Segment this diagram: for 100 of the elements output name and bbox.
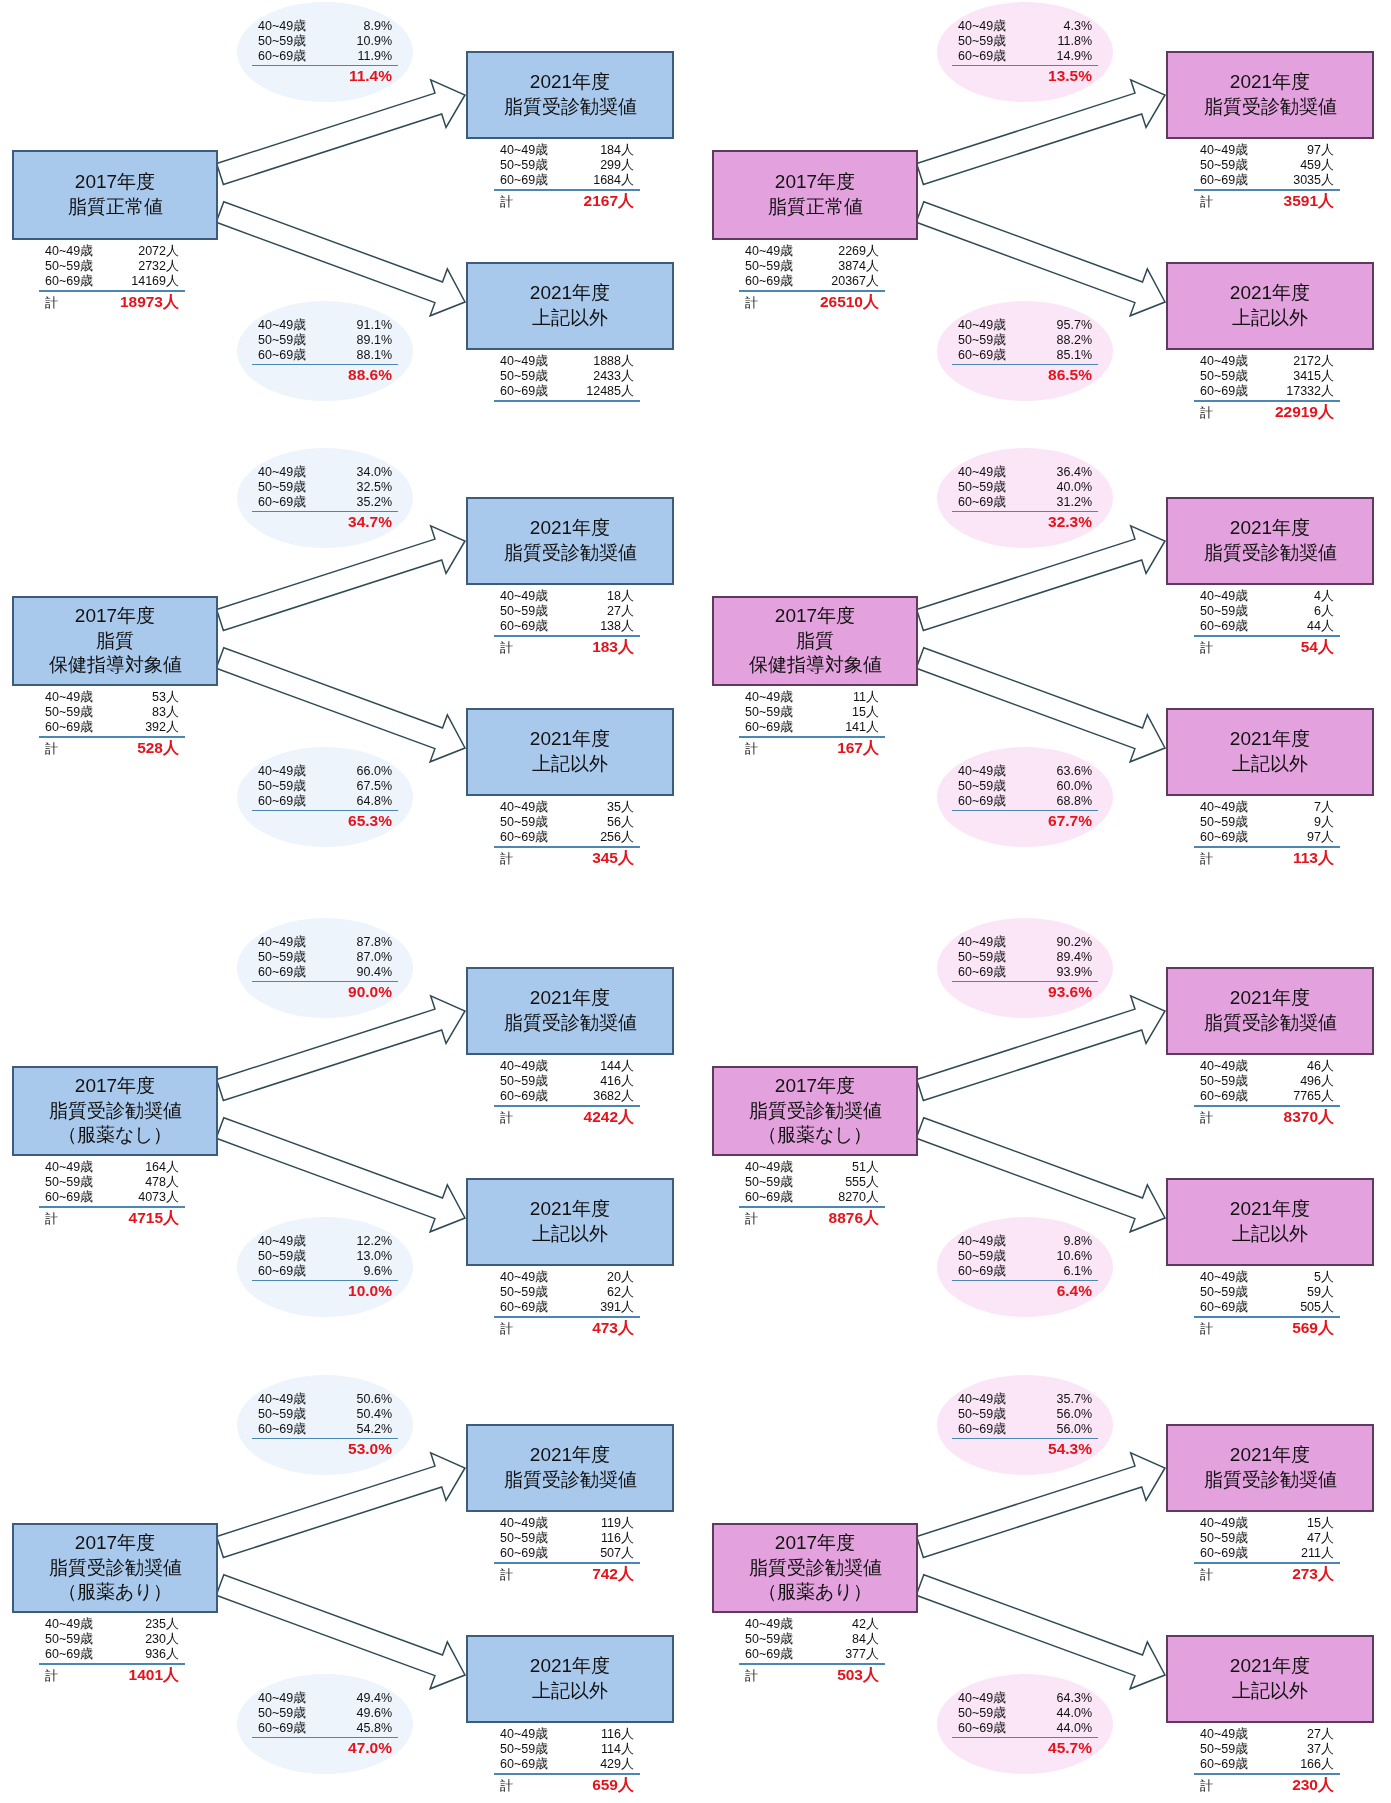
count-value: 116人 (601, 1727, 634, 1742)
age-group-label: 60~69歳 (958, 793, 1007, 809)
count-value: 97人 (1307, 830, 1334, 845)
age-group-label: 60~69歳 (258, 793, 307, 809)
box-text: 脂質受診勧奨値 (503, 541, 637, 565)
total-percentage: 34.7% (348, 512, 392, 532)
box-heading: 2017年度 (74, 170, 156, 195)
box-text: 脂質受診勧奨値 (1203, 1011, 1337, 1035)
box-text: 脂質受診勧奨値 (48, 1555, 182, 1580)
age-group-label: 40~49歳 (258, 1233, 307, 1249)
age-group-label: 50~59歳 (258, 1705, 307, 1721)
age-group-label: 50~59歳 (1200, 815, 1249, 830)
box-heading: 2021年度 (529, 516, 611, 541)
age-group-label: 60~69歳 (500, 619, 549, 634)
age-group-label: 40~49歳 (500, 589, 549, 604)
age-group-label: 50~59歳 (258, 33, 307, 49)
total-percentage: 54.3% (1048, 1439, 1092, 1459)
total-percentage: 67.7% (1048, 811, 1092, 831)
total-label: 計 (45, 295, 58, 311)
count-value: 505人 (1300, 1300, 1334, 1315)
age-group-label: 40~49歳 (1200, 354, 1249, 369)
age-group-label: 40~49歳 (258, 317, 307, 333)
age-group-label: 60~69歳 (45, 274, 94, 289)
age-group-label: 40~49歳 (1200, 1270, 1249, 1285)
box-text: 脂質 (96, 628, 134, 653)
box-text: 上記以外 (532, 752, 608, 776)
count-value: 166人 (1300, 1757, 1334, 1772)
total-count: 569人 (1292, 1317, 1334, 1337)
percentage-value: 32.5% (356, 479, 392, 495)
block-arrow (915, 994, 1167, 1102)
count-value: 47人 (1307, 1531, 1334, 1546)
box-text: （服薬あり） (758, 1580, 872, 1605)
age-group-label: 40~49歳 (500, 1727, 549, 1742)
age-group-label: 60~69歳 (500, 384, 549, 399)
age-group-label: 60~69歳 (258, 964, 307, 980)
age-group-label: 50~59歳 (745, 259, 794, 274)
count-value: 555人 (845, 1175, 879, 1190)
block-arrow (915, 1116, 1167, 1234)
count-value: 53人 (152, 690, 179, 705)
age-group-label: 40~49歳 (958, 1690, 1007, 1706)
age-group-label: 60~69歳 (1200, 1546, 1249, 1561)
age-group-label: 60~69歳 (745, 1647, 794, 1662)
total-percentage: 86.5% (1048, 365, 1092, 385)
total-percentage: 10.0% (348, 1281, 392, 1301)
age-group-label: 50~59歳 (258, 778, 307, 794)
age-group-label: 60~69歳 (258, 1421, 307, 1437)
box-text: 保健指導対象値 (748, 653, 882, 678)
age-group-label: 60~69歳 (258, 1263, 307, 1279)
age-group-label: 60~69歳 (500, 1300, 549, 1315)
percentage-value: 50.6% (356, 1391, 392, 1407)
category-box (466, 967, 674, 1055)
count-value: 377人 (845, 1647, 879, 1662)
box-heading: 2021年度 (529, 986, 611, 1011)
age-group-label: 40~49歳 (258, 934, 307, 950)
age-group-label: 60~69歳 (1200, 1757, 1249, 1772)
age-group-label: 40~49歳 (745, 244, 794, 259)
block-arrow (915, 1451, 1167, 1559)
total-count: 22919人 (1274, 401, 1334, 421)
box-heading: 2021年度 (529, 727, 611, 752)
box-heading: 2021年度 (1229, 516, 1311, 541)
block-arrow (915, 78, 1167, 186)
category-box (466, 1424, 674, 1512)
age-group-label: 50~59歳 (1200, 1531, 1249, 1546)
age-group-label: 40~49歳 (258, 763, 307, 779)
count-value: 299人 (600, 158, 634, 173)
age-group-label: 50~59歳 (958, 33, 1007, 49)
count-value: 7人 (1314, 800, 1334, 815)
block-arrow (915, 524, 1167, 632)
total-percentage: 6.4% (1056, 1281, 1092, 1301)
age-group-label: 50~59歳 (745, 1175, 794, 1190)
count-value: 2433人 (593, 369, 634, 384)
percentage-value: 4.3% (1063, 18, 1092, 34)
age-group-label: 50~59歳 (500, 1742, 549, 1757)
total-percentage: 93.6% (1048, 982, 1092, 1002)
total-label: 計 (745, 741, 758, 757)
category-box (466, 262, 674, 350)
box-text: 脂質受診勧奨値 (1203, 541, 1337, 565)
age-group-label: 60~69歳 (500, 1546, 549, 1561)
total-count: 3591人 (1283, 190, 1334, 210)
age-group-label: 50~59歳 (500, 1285, 549, 1300)
category-box (1166, 708, 1374, 796)
box-heading: 2021年度 (1229, 727, 1311, 752)
block-arrow (215, 1451, 467, 1559)
category-box (1166, 497, 1374, 585)
age-group-label: 50~59歳 (258, 1248, 307, 1264)
count-value: 35人 (607, 800, 634, 815)
percentage-value: 9.8% (1063, 1233, 1092, 1249)
total-percentage: 90.0% (348, 982, 392, 1002)
total-count: 4242人 (583, 1106, 634, 1126)
total-label: 計 (500, 640, 513, 656)
total-count: 8876人 (828, 1207, 879, 1227)
total-count: 742人 (592, 1563, 634, 1583)
category-box (1166, 1635, 1374, 1723)
total-count: 273人 (1292, 1563, 1334, 1583)
percentage-value: 44.0% (1056, 1705, 1092, 1721)
count-value: 2172人 (1293, 354, 1334, 369)
count-value: 3682人 (593, 1089, 634, 1104)
age-group-label: 60~69歳 (958, 1720, 1007, 1736)
age-group-label: 60~69歳 (45, 1647, 94, 1662)
total-label: 計 (745, 295, 758, 311)
